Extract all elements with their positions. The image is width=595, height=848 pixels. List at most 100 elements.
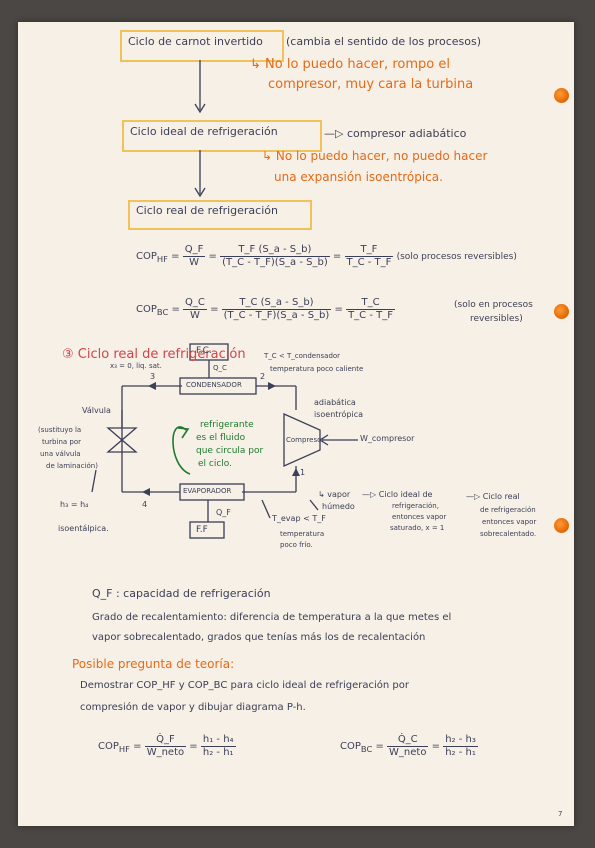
cop-hf-frac-2: T_F (S_a - S_b)(T_C - T_F)(S_a - S_b) xyxy=(220,244,330,268)
punch-hole-icon xyxy=(554,304,569,319)
page-number: 7 xyxy=(558,810,563,818)
f2-frac1-num: Q̇_C xyxy=(387,734,429,747)
notebook-page: Ciclo de carnot invertido (cambia el sen… xyxy=(18,22,574,826)
tc-note-1: T_C < T_condensador xyxy=(264,352,341,360)
vapor-note-2: húmedo xyxy=(322,502,355,511)
qf-label: Q_F xyxy=(216,508,231,517)
qf-definition: Q_F : capacidad de refrigeración xyxy=(92,587,271,600)
ideal-comment-1: ↳ No lo puedo hacer, no puedo hacer xyxy=(262,149,488,163)
real-cycle-note-3: entonces vapor xyxy=(482,518,537,526)
cop-bc-frac-2: T_C (S_a - S_b)(T_C - T_F)(S_a - S_b) xyxy=(221,297,332,321)
grado-line-1: Grado de recalentamiento: diferencia de … xyxy=(92,612,452,623)
valve-note-2: turbina por xyxy=(42,438,82,446)
punch-hole-icon xyxy=(554,518,569,533)
adiabatic-note-1: adiabática xyxy=(314,398,356,407)
ideal-note: —▷ compresor adiabático xyxy=(324,127,467,140)
cop-hf-frac2-num: T_F (S_a - S_b) xyxy=(220,244,330,257)
cop-hf-frac1-num: Q_F xyxy=(182,244,206,257)
w-compressor-label: W_compresor xyxy=(360,434,415,443)
f1-frac2-den: h₂ - h₁ xyxy=(202,746,234,758)
qc-label: Q_C xyxy=(213,364,227,372)
tevap-note-2: poco frío. xyxy=(280,541,313,549)
f1-frac1-num: Q̇_F xyxy=(144,734,187,747)
state-3-label: 3 xyxy=(150,372,156,381)
ideal-comment-2: una expansión isoentrópica. xyxy=(274,170,443,184)
f2-frac2-den: h₂ - h₁ xyxy=(445,746,476,758)
cop-hf-frac3-den: T_C - T_F xyxy=(346,256,392,268)
cop-hf-frac2-den: (T_C - T_F)(S_a - S_b) xyxy=(222,256,328,268)
cop-bc-frac2-num: T_C (S_a - S_b) xyxy=(221,297,332,310)
state-1-label: 1 xyxy=(300,468,306,477)
demo-line-2: compresión de vapor y dibujar diagrama P… xyxy=(80,702,306,713)
refrigerant-note-1: refrigerante xyxy=(200,420,254,430)
real-cycle-note-4: sobrecalentado. xyxy=(480,530,537,538)
refrigerant-note-2: es el fluido xyxy=(196,433,246,443)
vapor-note-1: ↳ vapor xyxy=(318,490,351,499)
f2-frac1-den: Ẇ_neto xyxy=(389,746,427,758)
compressor-label: Compresor xyxy=(286,436,325,444)
box-real-refrigeration xyxy=(128,200,312,230)
valve-note-3: una válvula xyxy=(40,450,81,458)
adiabatic-note-2: isoentrópica xyxy=(314,410,364,419)
valve-note-4: de laminación) xyxy=(46,462,98,470)
carnot-comment-2: compresor, muy cara la turbina xyxy=(268,77,474,92)
valve-label: Válvula xyxy=(82,406,111,415)
ideal-cycle-note-3: entonces vapor xyxy=(392,513,447,521)
real-cycle-note-2: de refrigeración xyxy=(480,506,536,514)
cop-bc-frac1-den: W xyxy=(190,309,200,321)
cop-hf-frac3-num: T_F xyxy=(344,244,394,257)
refrigerant-note-3: que circula por xyxy=(196,446,264,456)
ideal-cycle-note-4: saturado, x = 1 xyxy=(390,524,445,532)
f1-frac1-den: Ẇ_neto xyxy=(146,746,185,758)
posible-pregunta: Posible pregunta de teoría: xyxy=(72,657,235,671)
cop-hf-note: (solo procesos reversibles) xyxy=(396,252,517,262)
box-carnot-inverted xyxy=(120,30,284,62)
box-carnot-label: Ciclo de carnot invertido xyxy=(128,35,263,48)
state3-note: x₃ = 0, liq. sat. xyxy=(110,362,162,370)
f2-lhs: COP xyxy=(340,741,361,752)
box-ideal-refrigeration xyxy=(122,120,322,152)
state-2-label: 2 xyxy=(260,372,266,381)
isoenthalpic-label: isoentálpica. xyxy=(58,524,109,533)
grado-line-2: vapor sobrecalentado, grados que tenías … xyxy=(92,632,426,643)
cop-bc-note-1: (solo en procesos xyxy=(454,300,533,310)
valve-note-1: (sustituyo la xyxy=(38,426,82,434)
f2-sub: BC xyxy=(360,744,373,754)
cop-hf-sub: HF xyxy=(156,254,168,264)
box-real-label: Ciclo real de refrigeración xyxy=(136,204,278,217)
ff-label: F.F xyxy=(196,525,208,535)
f1-frac2-num: h₁ - h₄ xyxy=(200,734,236,747)
condenser-label: CONDENSADOR xyxy=(186,381,242,389)
cop-bc-frac3-num: T_C xyxy=(346,297,395,310)
cop-bc-frac3-den: T_C - T_F xyxy=(348,309,393,321)
cop-hf-lhs: COP xyxy=(136,251,157,262)
cop-bc-frac2-den: (T_C - T_F)(S_a - S_b) xyxy=(223,309,330,321)
cop-bc-frac1-num: Q_C xyxy=(183,297,207,310)
tc-note-2: temperatura poco caliente xyxy=(270,365,364,373)
section-3-heading: ③ Ciclo real de refrigeración xyxy=(62,347,246,362)
f1-lhs: COP xyxy=(98,741,119,752)
f2-frac2-num: h₂ - h₃ xyxy=(443,734,478,747)
state-4-label: 4 xyxy=(142,500,148,509)
refrigerant-note-4: el ciclo. xyxy=(198,459,233,469)
evaporator-label: EVAPORADOR xyxy=(183,487,232,495)
cop-bc-note-2: reversibles) xyxy=(470,314,523,324)
real-cycle-note-1: —▷ Ciclo real xyxy=(466,492,520,501)
tevap-label: T_evap < T_F xyxy=(272,514,326,523)
cop-bc-sub: BC xyxy=(156,307,169,317)
f1-sub: HF xyxy=(118,744,130,754)
ideal-cycle-note-2: refrigeración, xyxy=(392,502,439,510)
carnot-comment-1: ↳ No lo puedo hacer, rompo el xyxy=(250,57,450,72)
cop-hf-frac1-den: W xyxy=(189,256,199,268)
demo-line-1: Demostrar COP_HF y COP_BC para ciclo ide… xyxy=(80,680,409,691)
